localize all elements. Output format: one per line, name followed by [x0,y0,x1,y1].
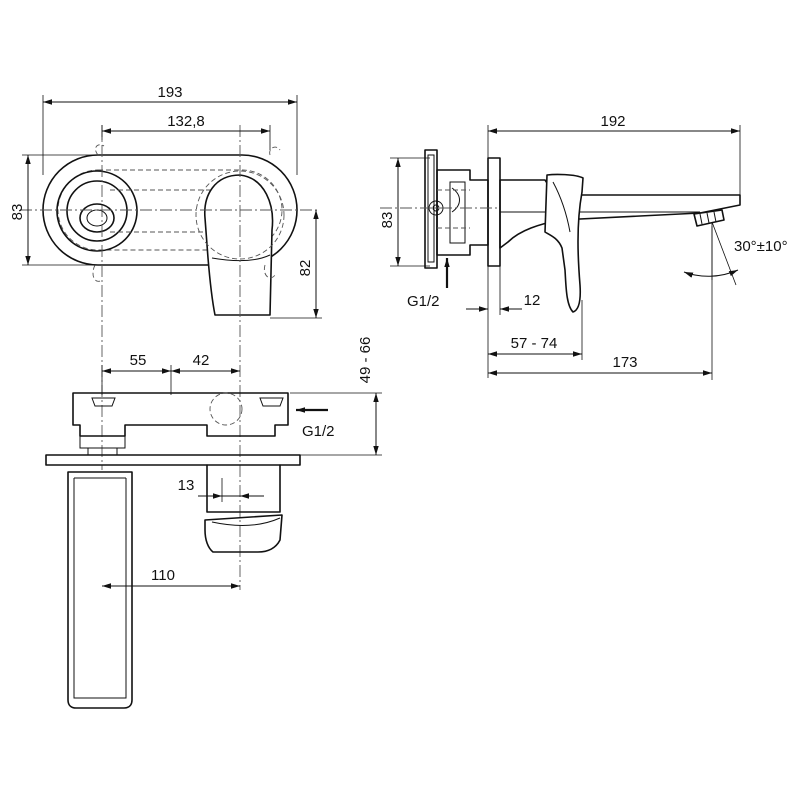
top-lever [206,464,281,513]
dim-side-angle: 30°±10° [734,238,788,255]
top-lever-tip [204,514,283,553]
dim-side-length: 192 [600,113,625,130]
dim-top-inlet: G1/2 [302,423,335,440]
front-mixer-lever [204,174,274,316]
side-aerator [693,209,725,227]
top-wall-plate [45,454,301,466]
top-dimensions: 55 42 49 - 66 G1/2 13 110 [101,337,382,589]
dim-top-depth-range: 49 - 66 [357,337,374,384]
dim-front-width: 193 [157,84,182,101]
top-spout [67,471,133,709]
front-spout-outlet-inner [66,180,128,242]
side-dimensions: 192 83 G1/2 12 57 - 74 173 30°±10° [379,113,788,380]
side-spout [499,179,741,249]
dim-front-spout-drop: 82 [297,260,314,277]
dim-side-projection: 173 [612,354,637,371]
front-view [20,125,320,590]
dim-side-height: 83 [379,212,396,229]
dim-side-inlet: G1/2 [407,293,440,310]
dim-side-depth-range: 57 - 74 [511,335,558,352]
dim-front-centers: 132,8 [167,113,205,130]
side-mounting-plate [424,149,438,269]
dim-top-right-offset: 42 [193,352,210,369]
side-escutcheon [487,157,501,267]
side-valve-body [436,169,489,256]
dim-top-spout-center: 110 [151,567,175,584]
front-aerator [79,203,115,233]
side-view [380,149,741,313]
dim-top-spout-width: 13 [178,477,195,494]
front-hidden-wallbox [57,169,283,251]
top-valve-body [72,392,289,437]
front-spout-outlet-outer [56,170,138,252]
top-view [45,392,301,709]
front-dimensions: 193 132,8 83 82 [9,84,322,319]
dim-side-offset: 12 [524,292,541,309]
side-lever [544,173,584,313]
dim-top-left-offset: 55 [130,352,147,369]
dim-front-height: 83 [9,204,26,221]
